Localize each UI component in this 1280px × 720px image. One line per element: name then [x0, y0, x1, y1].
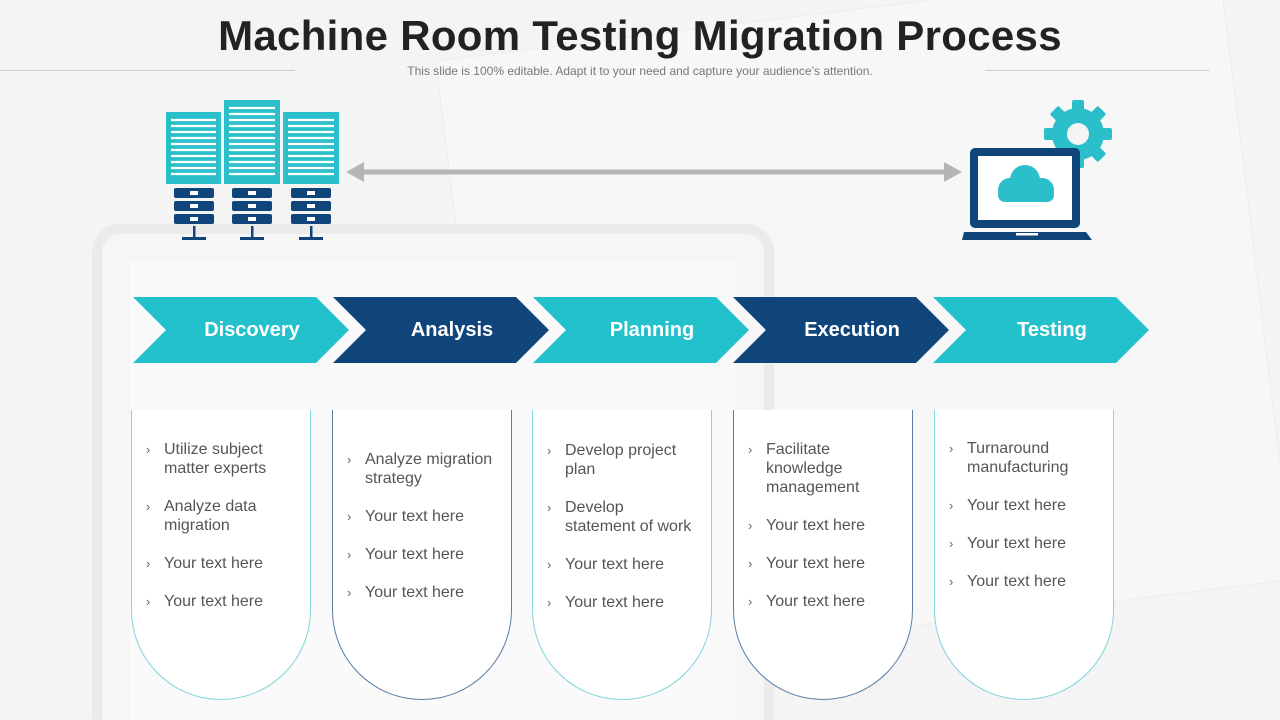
gear-icon — [1044, 100, 1112, 168]
list-item-text: Your text here — [164, 555, 264, 572]
list-item-text: Your text here — [766, 517, 866, 534]
list-item-text: Utilize subject matter experts — [164, 441, 267, 477]
chevron-right-icon: › — [146, 442, 151, 457]
chevron-right-icon: › — [347, 509, 352, 524]
list-item: › Your text here — [547, 555, 697, 574]
list-item: › Your text here — [547, 593, 697, 612]
list-item: › Turnaround manufacturing — [949, 439, 1099, 477]
stage-bullet-list: › Facilitate knowledge management › Your te… — [734, 440, 912, 611]
title-rule-right — [985, 70, 1210, 71]
chevron-right-icon: › — [949, 536, 954, 551]
list-item-text: Your text here — [967, 497, 1067, 514]
list-item-text: Your text here — [766, 593, 866, 610]
stage-bullet-list: › Analyze migration strategy › Your text he… — [333, 450, 511, 602]
laptop-cloud-gear-icon — [962, 100, 1112, 240]
list-item-text: Develop project plan — [565, 442, 677, 478]
chevron-right-icon: › — [146, 594, 151, 609]
list-item-text: Analyze data migration — [164, 498, 257, 534]
list-item-text: Your text here — [967, 573, 1067, 590]
list-item: › Your text here — [347, 507, 497, 526]
list-item: › Develop project plan — [547, 441, 697, 479]
list-item-text: Your text here — [365, 546, 465, 563]
list-item: › Your text here — [748, 516, 898, 535]
chevron-right-icon: › — [347, 452, 352, 467]
chevron-right-icon: › — [748, 518, 753, 533]
stage-card-planning: › Develop project plan › Develop statement … — [532, 410, 712, 700]
title-rule-left — [0, 70, 295, 71]
chevron-right-icon: › — [748, 442, 753, 457]
stage-bullet-list: › Develop project plan › Develop statement … — [533, 441, 711, 612]
list-item: › Your text here — [949, 534, 1099, 553]
stage-card-testing: › Turnaround manufacturing › Your text here… — [934, 410, 1114, 700]
list-item-text: Your text here — [164, 593, 264, 610]
chevron-right-icon: › — [748, 556, 753, 571]
page-title: Machine Room Testing Migration Process — [218, 12, 1062, 59]
stage-label: Discovery — [204, 318, 300, 341]
list-item: › Your text here — [748, 592, 898, 611]
list-item: › Your text here — [949, 572, 1099, 591]
list-item: › Your text here — [347, 583, 497, 602]
list-item: › Your text here — [146, 592, 296, 611]
list-item: › Develop statement of work — [547, 498, 697, 536]
chevron-right-icon: › — [949, 574, 954, 589]
chevron-right-icon: › — [949, 441, 954, 456]
list-item-text: Facilitate knowledge management — [766, 441, 860, 496]
stage-label: Analysis — [410, 318, 494, 341]
chevron-right-icon: › — [547, 443, 552, 458]
list-item: › Your text here — [347, 545, 497, 564]
chevron-right-icon: › — [547, 595, 552, 610]
chevron-right-icon: › — [547, 557, 552, 572]
chevron-right-icon: › — [347, 585, 352, 600]
chevron-right-icon: › — [547, 500, 552, 515]
list-item: › Your text here — [949, 496, 1099, 515]
stage-label: Execution — [804, 318, 900, 341]
stage-chevron-analysis: Analysis — [333, 297, 549, 363]
list-item-text: Analyze migration strategy — [365, 451, 493, 487]
list-item: › Your text here — [146, 554, 296, 573]
list-item-text: Your text here — [565, 594, 665, 611]
list-item: › Facilitate knowledge management — [748, 440, 898, 497]
chevron-right-icon: › — [347, 547, 352, 562]
stage-chevron-testing: Testing — [933, 297, 1149, 363]
list-item-text: Turnaround manufacturing — [967, 440, 1069, 476]
list-item-text: Your text here — [967, 535, 1067, 552]
list-item: › Analyze migration strategy — [347, 450, 497, 488]
list-item-text: Your text here — [766, 555, 866, 572]
stage-card-analysis: › Analyze migration strategy › Your text he… — [332, 410, 512, 700]
list-item-text: Your text here — [365, 584, 465, 601]
stage-card-execution: › Facilitate knowledge management › Your te… — [733, 410, 913, 700]
stage-chevron-execution: Execution — [733, 297, 949, 363]
chevron-right-icon: › — [146, 499, 151, 514]
list-item: › Analyze data migration — [146, 497, 296, 535]
cloud-icon — [998, 165, 1054, 202]
stage-bullet-list: › Turnaround manufacturing › Your text here… — [935, 439, 1113, 591]
stage-chevron-planning: Planning — [533, 297, 749, 363]
chevron-right-icon: › — [146, 556, 151, 571]
stage-label: Testing — [1017, 318, 1087, 341]
stage-bullet-list: › Utilize subject matter experts › Analyze … — [132, 440, 310, 611]
stage-card-discovery: › Utilize subject matter experts › Analyze … — [131, 410, 311, 700]
chevron-right-icon: › — [748, 594, 753, 609]
list-item-text: Your text here — [365, 508, 465, 525]
stage-label: Planning — [609, 318, 695, 341]
page-subtitle: This slide is 100% editable. Adapt it to… — [407, 64, 873, 78]
list-item-text: Your text here — [565, 556, 665, 573]
list-item-text: Develop statement of work — [565, 499, 692, 535]
double-arrow-icon — [346, 162, 962, 182]
chevron-right-icon: › — [949, 498, 954, 513]
list-item: › Your text here — [748, 554, 898, 573]
list-item: › Utilize subject matter experts — [146, 440, 296, 478]
server-rack-icon — [166, 100, 339, 240]
stage-chevron-discovery: Discovery — [133, 297, 349, 363]
